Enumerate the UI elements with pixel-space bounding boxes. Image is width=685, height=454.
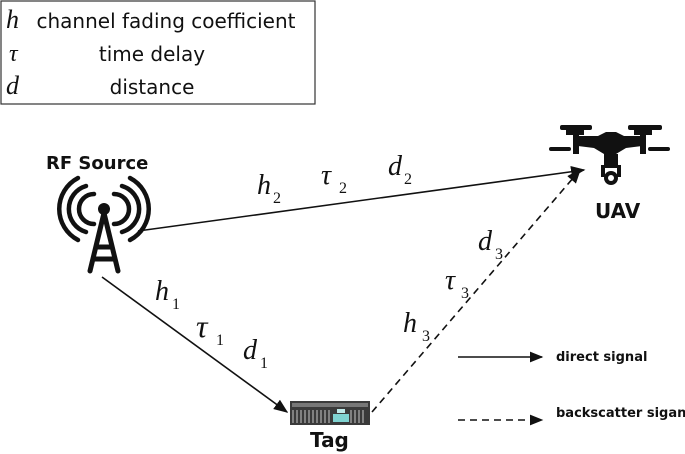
legend-text-channel-fading: channel fading coefficient: [36, 9, 295, 33]
d1-subscript: 1: [260, 355, 268, 372]
legend-text-distance: distance: [110, 75, 195, 99]
uav-label: UAV: [595, 199, 641, 223]
tau3-symbol: τ: [445, 265, 456, 296]
tau2-subscript: 2: [339, 180, 347, 197]
source-to-tag-arrow: [101, 276, 289, 413]
tau3-subscript: 3: [461, 285, 469, 302]
tau1-symbol: τ: [196, 308, 209, 344]
h3-symbol: h: [403, 308, 417, 339]
drone-icon: [549, 125, 670, 185]
signal-key: direct signal backscatter siganl: [458, 350, 685, 426]
d3-subscript: 3: [495, 246, 503, 263]
h2-subscript: 2: [273, 190, 281, 207]
h1-symbol: h: [155, 276, 169, 307]
legend-symbol-tau: τ: [9, 41, 19, 67]
tau2-symbol: τ: [321, 160, 332, 191]
legend-box: h channel fading coefficient τ time dela…: [0, 0, 316, 105]
d1-symbol: d: [243, 335, 258, 366]
h1-subscript: 1: [172, 296, 180, 313]
rf-source-label: RF Source: [46, 153, 148, 174]
backscatter-link-labels: d 3 τ 3 h 3: [403, 226, 503, 345]
backscatter-key-label: backscatter siganl: [556, 406, 685, 421]
radio-tower-icon: [57, 175, 151, 274]
h3-subscript: 3: [422, 328, 430, 345]
direct-link-labels: h 2 τ 2 d 2: [257, 151, 412, 207]
h2-symbol: h: [257, 170, 271, 201]
source-tag-link-labels: h 1 τ 1 d 1: [155, 276, 268, 372]
legend-text-time-delay: time delay: [99, 42, 205, 66]
legend-symbol-d: d: [6, 71, 20, 100]
tag-device-icon: [290, 401, 370, 425]
tau1-subscript: 1: [216, 332, 224, 349]
legend-border: [0, 0, 316, 105]
direct-link-arrow: [137, 166, 586, 232]
backscatter-link-arrow: [371, 168, 581, 413]
tag-label: Tag: [310, 428, 349, 452]
d2-subscript: 2: [404, 171, 412, 188]
legend-symbol-h: h: [6, 5, 19, 34]
direct-signal-key-label: direct signal: [556, 350, 647, 365]
d3-symbol: d: [478, 226, 493, 257]
d2-symbol: d: [388, 151, 403, 182]
